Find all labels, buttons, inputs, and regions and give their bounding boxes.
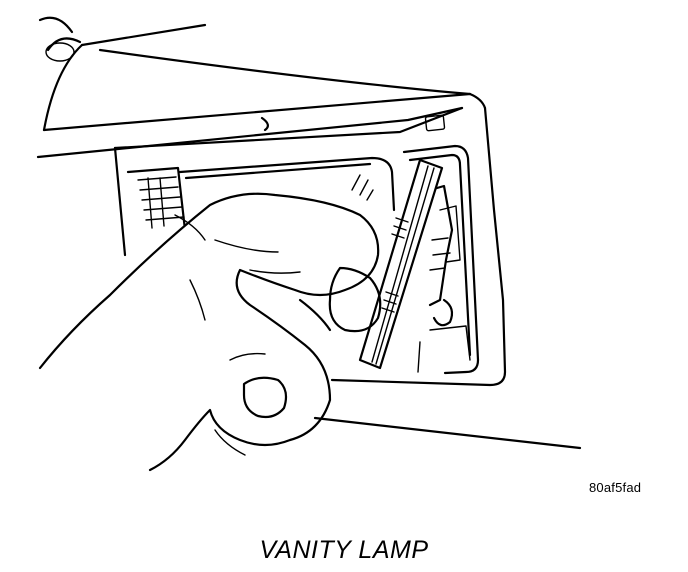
sun-visor — [36, 16, 487, 159]
bulb-socket-recess — [402, 144, 480, 375]
hand — [38, 192, 382, 472]
figure-caption: VANITY LAMP — [259, 536, 429, 564]
lens-strip — [358, 158, 444, 370]
lamp-housing — [113, 106, 507, 387]
headliner-edge — [313, 416, 582, 450]
left-lens-grille — [137, 176, 185, 229]
figure-id-code: 80af5fad — [589, 480, 642, 495]
